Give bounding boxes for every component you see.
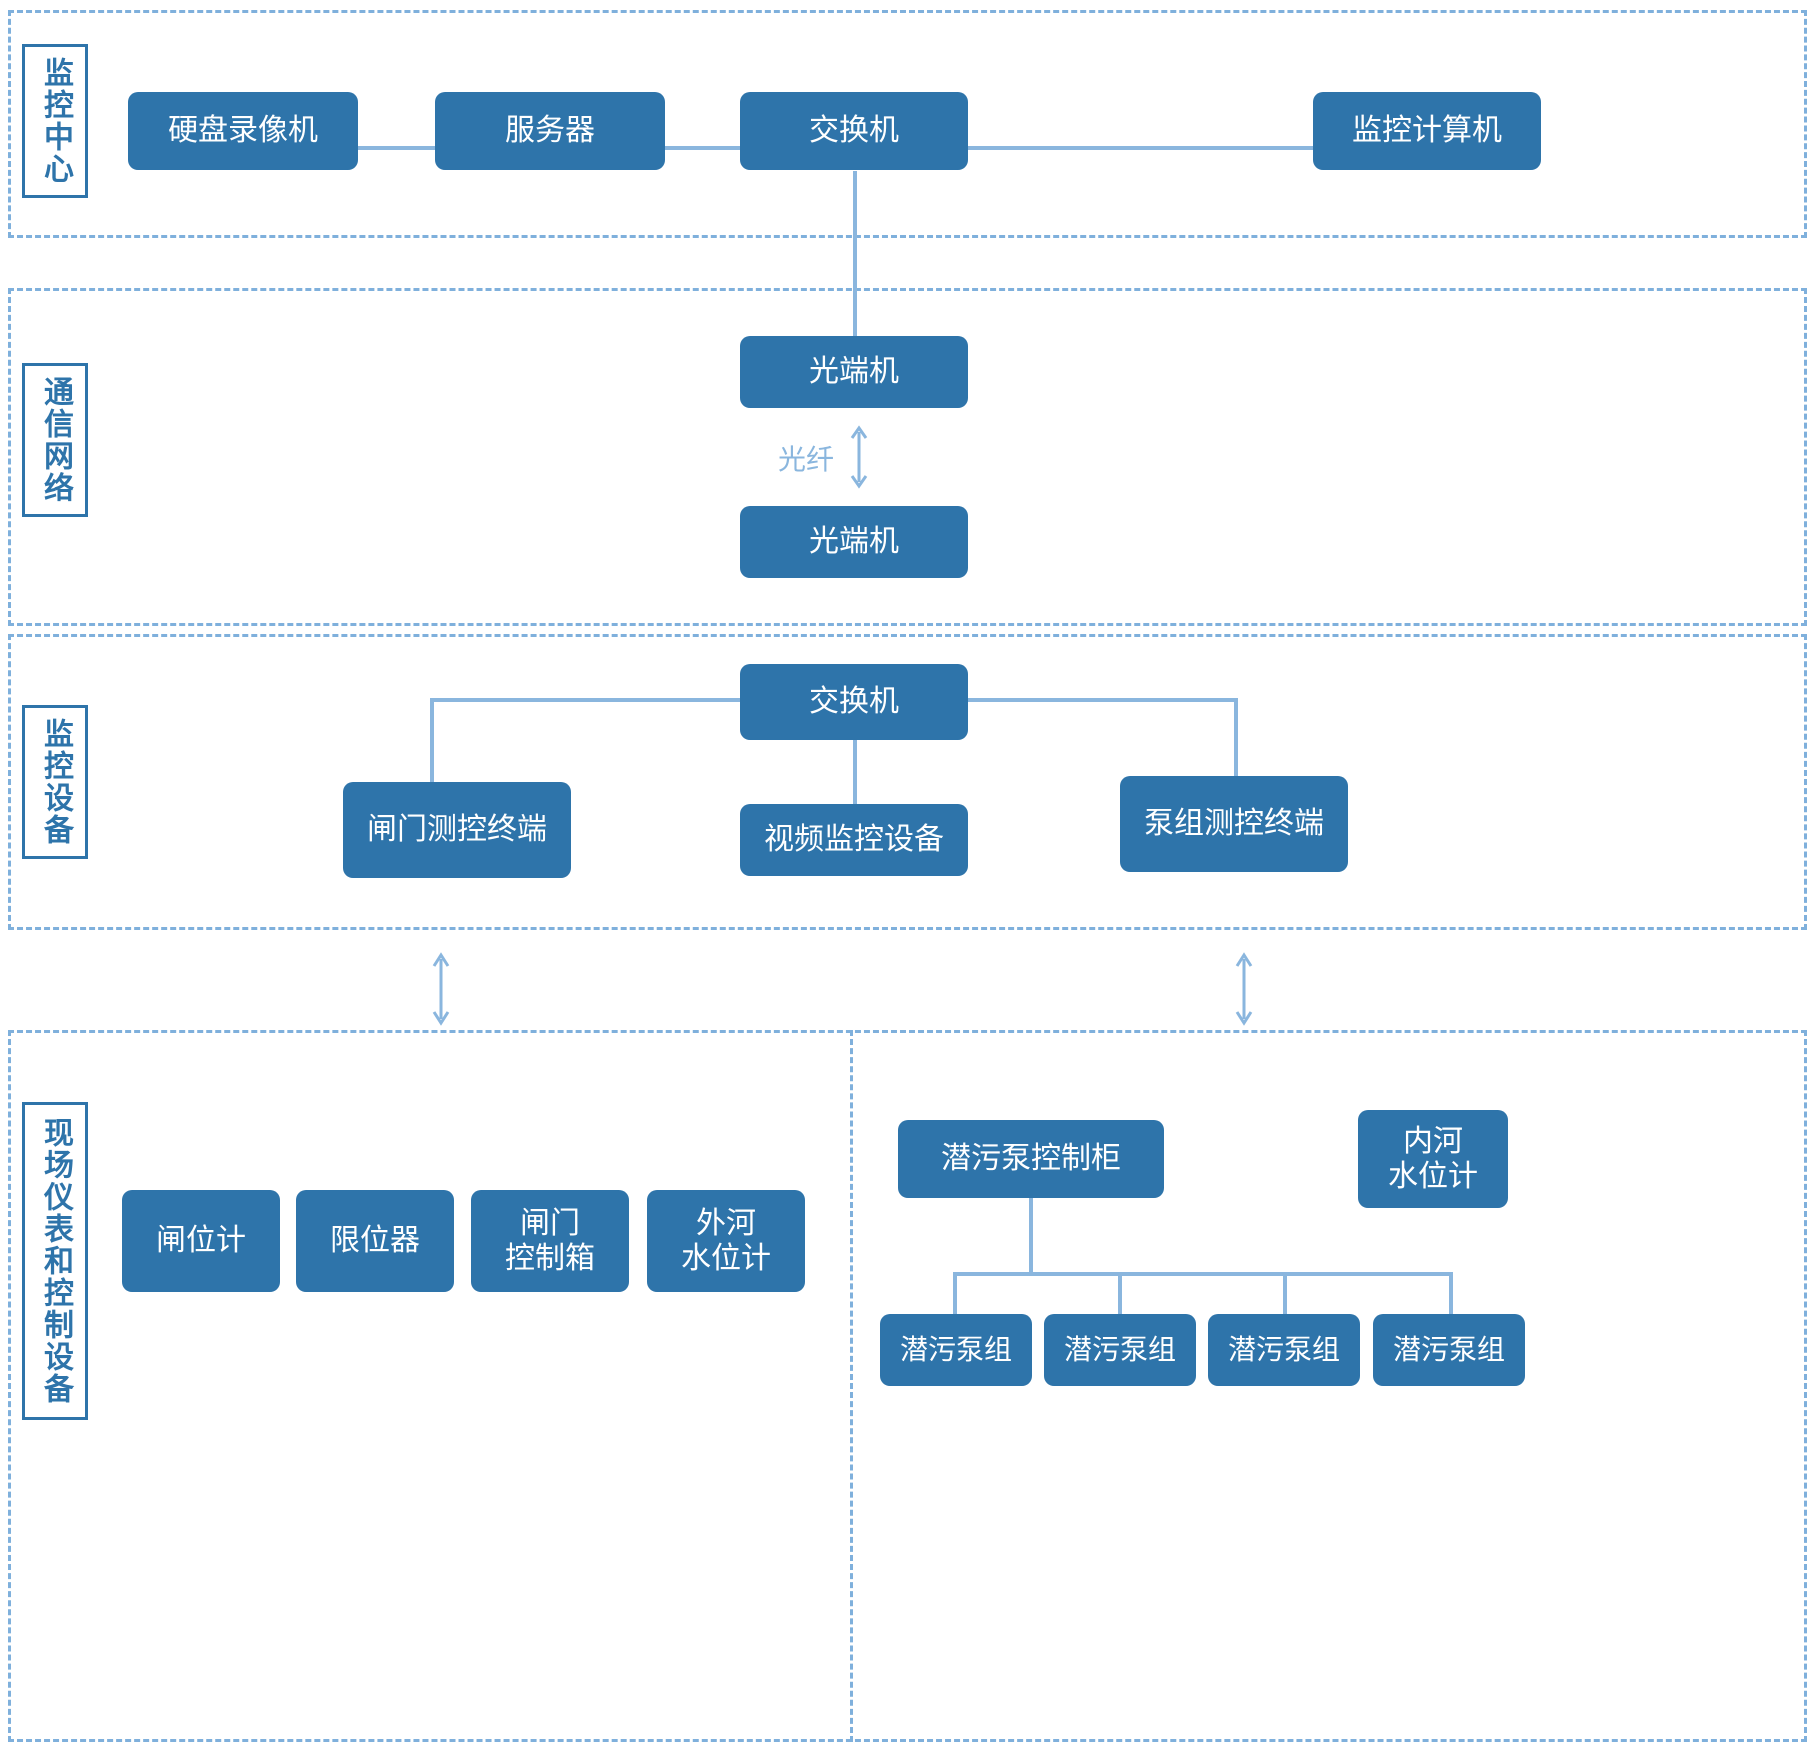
section-label-monitor-device-text: 监控设备 <box>39 718 72 846</box>
node-switch-field[interactable]: 交换机 <box>740 664 968 740</box>
node-pump-unit-2[interactable]: 潜污泵组 <box>1044 1314 1196 1386</box>
node-pump-control-cabinet[interactable]: 潜污泵控制柜 <box>898 1120 1164 1198</box>
node-gate-terminal[interactable]: 闸门测控终端 <box>343 782 571 878</box>
node-server[interactable]: 服务器 <box>435 92 665 170</box>
section-label-monitor-center-text: 监控中心 <box>39 57 72 185</box>
link-switchtop-to-optical <box>853 171 857 339</box>
node-outer-river-gauge[interactable]: 外河 水位计 <box>647 1190 805 1292</box>
link-left-drop <box>430 698 434 782</box>
fiber-double-arrow-icon <box>850 425 868 489</box>
section-frame-comm-network <box>8 288 1807 626</box>
section-frame-monitor-center <box>8 10 1807 238</box>
field-section-divider <box>850 1030 853 1742</box>
link-switchfield-center <box>853 740 857 804</box>
node-pump-unit-4[interactable]: 潜污泵组 <box>1373 1314 1525 1386</box>
link-bus-pump1 <box>953 1272 957 1314</box>
section-frame-field-device <box>8 1030 1807 1742</box>
node-pump-unit-1[interactable]: 潜污泵组 <box>880 1314 1032 1386</box>
link-switchfield-right <box>966 698 1238 702</box>
section-frame-monitor-device <box>8 634 1807 930</box>
node-optical-terminal-top[interactable]: 光端机 <box>740 336 968 408</box>
fiber-link-label: 光纤 <box>778 444 835 475</box>
section-label-monitor-center: 监控中心 <box>22 44 88 198</box>
node-optical-terminal-bottom[interactable]: 光端机 <box>740 506 968 578</box>
section-label-field-device: 现场仪表和控制设备 <box>22 1102 88 1420</box>
node-inner-river-gauge[interactable]: 内河 水位计 <box>1358 1110 1508 1208</box>
link-right-drop <box>1234 698 1238 776</box>
link-bus-pump3 <box>1283 1272 1287 1314</box>
link-switchfield-left <box>430 698 742 702</box>
section-label-comm-network: 通信网络 <box>22 363 88 517</box>
link-dvr-server <box>357 146 435 150</box>
node-monitor-pc[interactable]: 监控计算机 <box>1313 92 1541 170</box>
section-label-monitor-device: 监控设备 <box>22 705 88 859</box>
section-label-comm-network-text: 通信网络 <box>39 376 72 504</box>
node-gate-level-meter[interactable]: 闸位计 <box>122 1190 280 1292</box>
link-switch-monitorpc <box>968 146 1514 150</box>
node-gate-control-box[interactable]: 闸门 控制箱 <box>471 1190 629 1292</box>
node-switch-top[interactable]: 交换机 <box>740 92 968 170</box>
gate-link-double-arrow-icon <box>432 952 450 1026</box>
node-dvr[interactable]: 硬盘录像机 <box>128 92 358 170</box>
node-limit-switch[interactable]: 限位器 <box>296 1190 454 1292</box>
node-video-device[interactable]: 视频监控设备 <box>740 804 968 876</box>
link-bus-pump2 <box>1118 1272 1122 1314</box>
link-pumpcabinet-drop <box>1029 1198 1033 1274</box>
section-label-field-device-text: 现场仪表和控制设备 <box>39 1117 72 1405</box>
link-bus-pump4 <box>1449 1272 1453 1314</box>
node-pump-terminal[interactable]: 泵组测控终端 <box>1120 776 1348 872</box>
pump-link-double-arrow-icon <box>1235 952 1253 1026</box>
pump-bus-line <box>953 1272 1453 1276</box>
node-pump-unit-3[interactable]: 潜污泵组 <box>1208 1314 1360 1386</box>
link-server-switch <box>665 146 743 150</box>
